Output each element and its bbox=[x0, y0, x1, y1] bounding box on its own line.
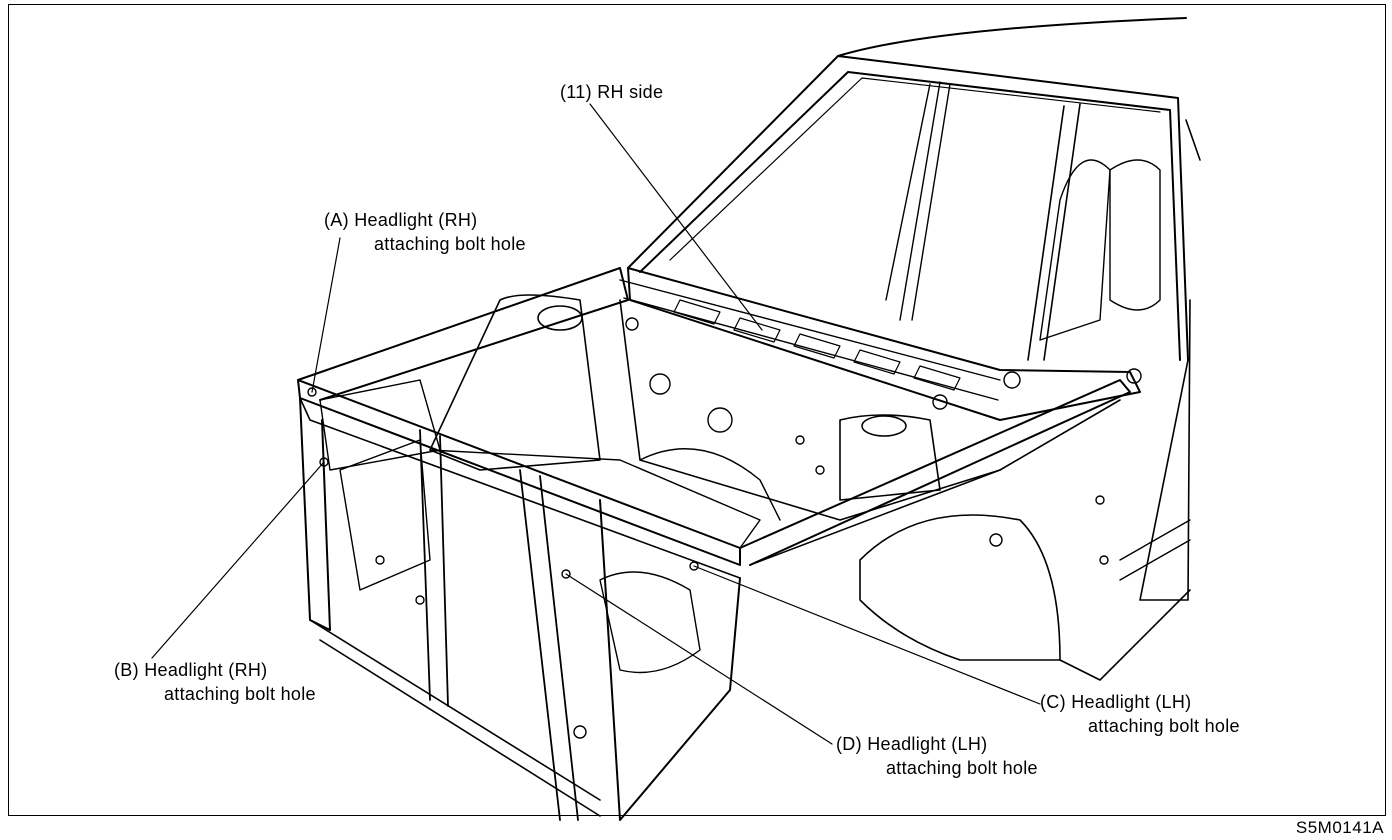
rh-fender-apron bbox=[297, 267, 629, 401]
callout-b-line1: Headlight (RH) bbox=[144, 660, 268, 680]
cowl-upper bbox=[619, 279, 1001, 401]
lh-fender-apron bbox=[739, 379, 1131, 566]
seat-back bbox=[1039, 159, 1111, 341]
callout-a-line1: Headlight (RH) bbox=[354, 210, 478, 230]
callout-c-line1: Headlight (LH) bbox=[1071, 692, 1192, 712]
figure-code: S5M0141A bbox=[1295, 818, 1384, 837]
cowl-slots bbox=[673, 299, 961, 391]
front-upper-crossmember-lower bbox=[299, 397, 741, 579]
center-upright-2 bbox=[519, 469, 579, 821]
leader-lines bbox=[151, 103, 1041, 745]
floor-side-rail bbox=[1119, 519, 1191, 581]
rh-strut-tower bbox=[429, 294, 601, 471]
front-upper-crossmember bbox=[297, 379, 741, 566]
lh-radiator-support bbox=[599, 499, 741, 821]
callout-c: (C) Headlight (LH) attaching bolt hole bbox=[1040, 690, 1240, 738]
door-frame bbox=[1027, 103, 1201, 601]
callout-11-text: RH side bbox=[597, 82, 664, 102]
lh-side-sill bbox=[1059, 589, 1191, 681]
windshield-inner bbox=[669, 77, 1161, 261]
callout-b-line2: attaching bolt hole bbox=[164, 684, 316, 704]
callout-a: (A) Headlight (RH) attaching bolt hole bbox=[324, 208, 526, 256]
lh-strut-hole bbox=[861, 415, 907, 437]
callout-b: (B) Headlight (RH) attaching bolt hole bbox=[114, 658, 316, 706]
figure-frame bbox=[8, 4, 1386, 816]
seat-shape bbox=[1109, 159, 1161, 311]
cowl-panel bbox=[627, 267, 1141, 421]
callout-a-tag: (A) bbox=[324, 210, 349, 230]
callout-b-tag: (B) bbox=[114, 660, 139, 680]
windshield-frame bbox=[627, 55, 1189, 361]
callout-a-line2: attaching bolt hole bbox=[374, 234, 526, 254]
headlight-opening-rh bbox=[339, 439, 431, 591]
callout-d-tag: (D) bbox=[836, 734, 862, 754]
callout-c-line2: attaching bolt hole bbox=[1088, 716, 1240, 736]
roof-outline bbox=[837, 17, 1187, 57]
rh-strut-hole bbox=[537, 305, 583, 331]
callout-11-rh-side: (11) RH side bbox=[560, 80, 663, 104]
b-pillar-left bbox=[885, 81, 951, 321]
firewall bbox=[619, 299, 1001, 521]
callout-d: (D) Headlight (LH) attaching bolt hole bbox=[836, 732, 1038, 780]
callout-11-tag: (11) bbox=[560, 82, 592, 102]
center-upright-1 bbox=[419, 429, 449, 707]
lh-wheel-housing bbox=[859, 514, 1061, 661]
rh-radiator-support bbox=[299, 397, 331, 631]
callout-d-line1: Headlight (LH) bbox=[867, 734, 988, 754]
callout-c-tag: (C) bbox=[1040, 692, 1066, 712]
lh-strut-tower bbox=[839, 414, 941, 501]
headlight-opening-lh bbox=[599, 571, 701, 674]
detail-holes bbox=[307, 317, 1142, 739]
lower-crossmember bbox=[309, 619, 601, 817]
engine-bay-floor bbox=[429, 449, 761, 549]
callout-d-line2: attaching bolt hole bbox=[886, 758, 1038, 778]
tunnel bbox=[639, 448, 781, 521]
